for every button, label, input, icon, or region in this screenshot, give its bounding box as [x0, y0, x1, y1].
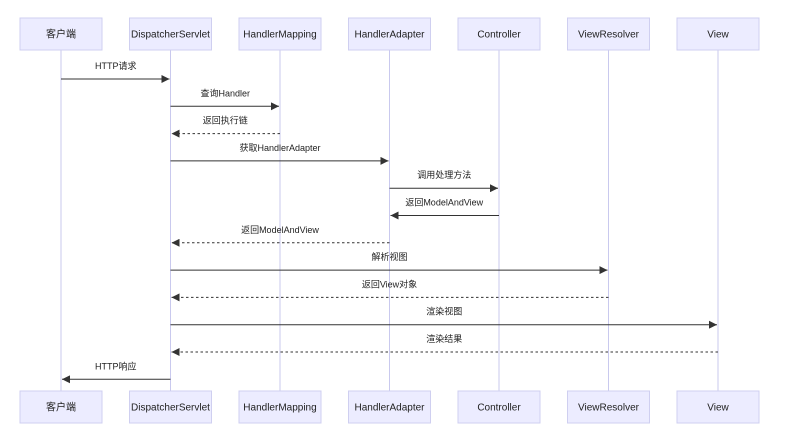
message-7: 返回ModelAndView — [171, 224, 390, 247]
message-label: 调用处理方法 — [417, 169, 471, 180]
participants: 客户端客户端DispatcherServletDispatcherServlet… — [19, 17, 760, 424]
participant-label: Controller — [477, 30, 521, 41]
participant-box — [129, 390, 212, 424]
message-label: HTTP请求 — [95, 60, 137, 71]
participant-box — [348, 390, 431, 424]
participant-label: View — [707, 30, 729, 41]
message-label: 返回执行链 — [203, 115, 248, 126]
message-label: 渲染结果 — [426, 333, 462, 344]
message-9: 返回View对象 — [171, 278, 609, 302]
message-11: 渲染结果 — [171, 333, 718, 356]
participant-label: 客户端 — [46, 401, 76, 414]
message-1: HTTP请求 — [61, 60, 170, 83]
message-3: 返回执行链 — [171, 115, 280, 138]
message-label: 渲染视图 — [426, 306, 462, 317]
participant-label: 客户端 — [46, 28, 76, 41]
participant-controller-bottom: Controller — [457, 390, 541, 424]
message-8: 解析视图 — [170, 251, 608, 275]
participant-label: HandlerMapping — [243, 30, 316, 41]
lifelines — [60, 50, 719, 391]
participant-box — [676, 390, 760, 424]
participant-adapter-bottom: HandlerAdapter — [348, 390, 431, 424]
participant-view-bottom: View — [676, 390, 760, 424]
participant-label: HandlerAdapter — [354, 30, 425, 41]
participant-box — [238, 390, 322, 424]
participant-box — [348, 17, 431, 51]
participant-box — [129, 17, 212, 51]
participant-view-top: View — [676, 17, 760, 51]
participant-resolver-bottom: ViewResolver — [567, 390, 650, 424]
message-12: HTTP响应 — [62, 360, 171, 384]
participant-dispatcher-bottom: DispatcherServlet — [129, 390, 212, 424]
participant-client-top: 客户端 — [19, 17, 103, 51]
message-label: 查询Handler — [200, 87, 250, 98]
participant-box — [567, 17, 650, 51]
message-label: 返回ModelAndView — [405, 197, 483, 208]
message-5: 调用处理方法 — [389, 169, 498, 193]
message-2: 查询Handler — [170, 87, 279, 111]
participant-controller-top: Controller — [457, 17, 541, 51]
message-label: 返回ModelAndView — [241, 224, 319, 235]
message-label: 解析视图 — [371, 251, 407, 262]
participant-client-bottom: 客户端 — [19, 390, 103, 424]
participant-box — [457, 17, 541, 51]
participant-label: HandlerMapping — [243, 403, 316, 414]
participant-mapping-top: HandlerMapping — [238, 17, 322, 51]
participant-box — [567, 390, 650, 424]
message-4: 获取HandlerAdapter — [170, 143, 389, 165]
message-10: 渲染视图 — [170, 306, 717, 329]
participant-box — [19, 17, 103, 51]
message-label: 获取HandlerAdapter — [239, 143, 320, 153]
participant-label: ViewResolver — [578, 403, 640, 414]
participant-dispatcher-top: DispatcherServlet — [129, 17, 212, 51]
participant-adapter-top: HandlerAdapter — [348, 17, 431, 51]
participant-label: ViewResolver — [578, 30, 640, 41]
message-label: 返回View对象 — [362, 278, 417, 289]
participant-resolver-top: ViewResolver — [567, 17, 650, 51]
participant-label: Controller — [477, 403, 521, 414]
participant-box — [676, 17, 760, 51]
participant-label: HandlerAdapter — [354, 403, 425, 414]
participant-label: DispatcherServlet — [131, 403, 210, 414]
participant-box — [19, 390, 103, 424]
participant-box — [457, 390, 541, 424]
participant-label: DispatcherServlet — [131, 30, 210, 41]
message-label: HTTP响应 — [95, 360, 137, 371]
message-6: 返回ModelAndView — [390, 197, 499, 220]
participant-mapping-bottom: HandlerMapping — [238, 390, 322, 424]
participant-box — [238, 17, 322, 51]
participant-label: View — [707, 403, 729, 414]
